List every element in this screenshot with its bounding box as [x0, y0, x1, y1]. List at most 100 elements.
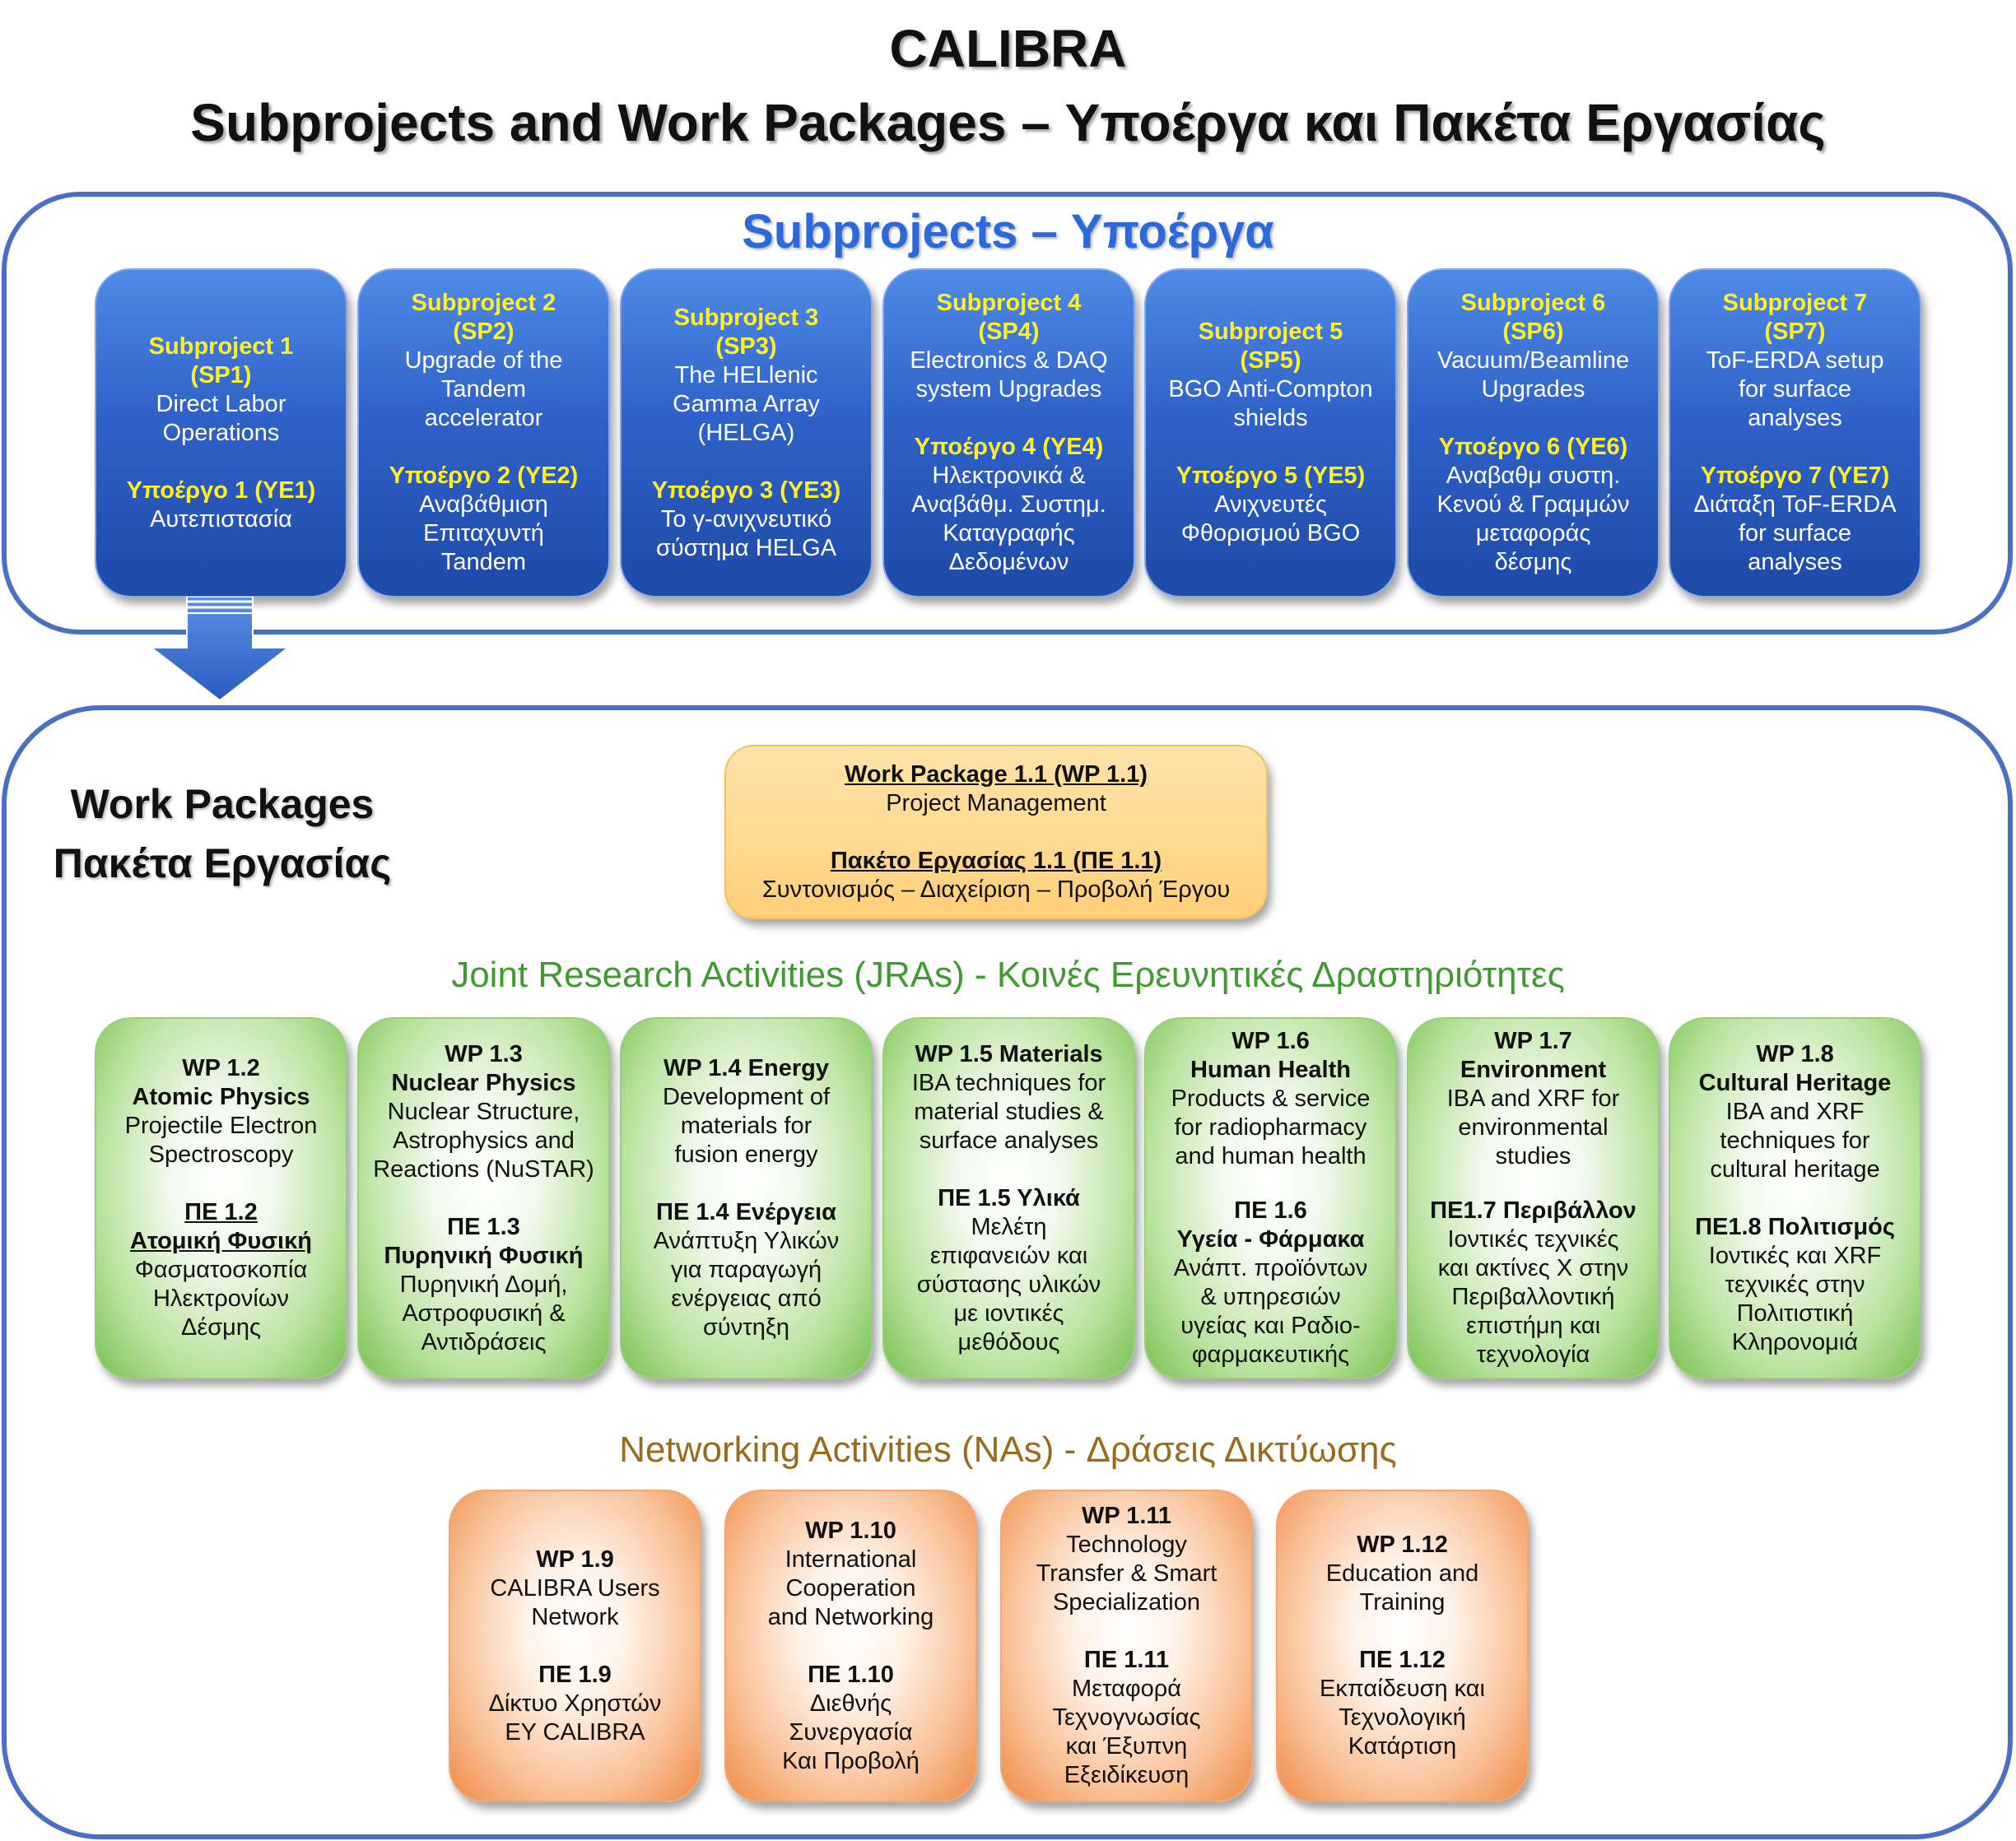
subproject-description-el: Αυτεπιστασία: [150, 505, 292, 532]
work-package-description-el: Δίκτυο Χρηστών: [488, 1690, 662, 1717]
subproject-description-el: Διάταξη ToF-ERDA: [1693, 491, 1897, 518]
work-package-heading: WP 1.7: [1494, 1028, 1572, 1054]
work-package-description-el: Εκπαίδευση και: [1319, 1676, 1486, 1702]
work-package-description-el: επιστήμη και: [1465, 1313, 1601, 1339]
work-package-description-en: Specialization: [1053, 1589, 1200, 1616]
work-package-description-en: material studies &: [914, 1098, 1104, 1125]
work-package-description-el: Συνεργασία: [789, 1718, 913, 1746]
management-en-label: Work Package 1.1 (WP 1.1): [844, 760, 1148, 788]
subproject-label-el: Υποέργο 5 (ΥΕ5): [1176, 463, 1366, 489]
subproject-code: (SP7): [1764, 318, 1826, 345]
work-package-heading-el: ΠΕ 1.6: [1234, 1197, 1307, 1224]
work-package-description-en: Projectile Electron: [124, 1113, 318, 1139]
work-package-description-en: for radiopharmacy: [1174, 1114, 1367, 1141]
subproject-label-el: Υποέργο 6 (ΥΕ6): [1438, 434, 1628, 460]
work-package-description-en: studies: [1495, 1143, 1571, 1169]
work-package-description-el: ΕΥ CALIBRA: [505, 1718, 645, 1746]
work-package-description-en: CALIBRA Users: [490, 1574, 660, 1602]
subproject-code: (SP3): [715, 332, 777, 360]
subproject-description-en: Electronics & DAQ: [910, 347, 1108, 374]
subproject-description-en: BGO Anti-Compton: [1168, 376, 1373, 402]
subproject-label: Subproject 5: [1198, 318, 1343, 345]
work-package-description-en: Technology: [1066, 1532, 1187, 1558]
subproject-description-en: Gamma Array: [673, 390, 820, 417]
work-package-heading: WP 1.12: [1357, 1532, 1448, 1558]
work-package-heading-el: ΠΕ 1.4 Ενέργεια: [656, 1199, 836, 1225]
management-work-package: Work Package 1.1 (WP 1.1) Project Manage…: [724, 745, 1268, 919]
subproject-description-en: Upgrades: [1481, 376, 1585, 402]
work-package-heading: WP 1.6: [1231, 1028, 1310, 1054]
work-package-heading: Environment: [1460, 1057, 1607, 1083]
management-el-label: Πακέτο Εργασίας 1.1 (ΠΕ 1.1): [830, 847, 1162, 874]
work-package-heading: WP 1.11: [1081, 1503, 1172, 1529]
work-package-description-en: cultural heritage: [1710, 1155, 1880, 1183]
work-package-description-el: υγείας και Ραδιο-: [1180, 1313, 1361, 1339]
work-package-description-el: Μελέτη: [971, 1213, 1047, 1240]
work-package-heading-el: ΠΕ 1.11: [1083, 1647, 1170, 1673]
work-package-description-el: Μεταφορά: [1071, 1676, 1182, 1702]
work-package-description-el: Ιοντικές τεχνικές: [1447, 1226, 1619, 1253]
subproject-description-el: Καταγραφής: [943, 520, 1075, 546]
work-package-description-el: μεθόδους: [957, 1328, 1060, 1355]
subproject-label: Subproject 4: [936, 290, 1082, 316]
work-package-description-el: ενέργειας από: [671, 1285, 822, 1312]
work-package-description-el: και Έξυπνη: [1065, 1733, 1188, 1760]
work-package-description-en: Nuclear Structure,: [387, 1098, 580, 1125]
work-package-description-el: Και Προβολή: [782, 1747, 920, 1774]
work-package-description-en: IBA and XRF: [1725, 1098, 1865, 1125]
work-package-description-el: Ιοντικές και XRF: [1708, 1242, 1882, 1269]
subproject-description-en: ToF-ERDA setup: [1706, 347, 1884, 374]
subproject-description-en: system Upgrades: [915, 376, 1102, 402]
subproject-label: Subproject 7: [1722, 290, 1868, 316]
subproject-description-el: Ανιχνευτές: [1214, 491, 1327, 518]
diagram-title: CALIBRA: [889, 19, 1127, 78]
work-package-heading: WP 1.10: [805, 1517, 896, 1544]
work-package-description-el: Ανάπτ. προϊόντων: [1173, 1255, 1368, 1281]
work-package-description-en: surface analyses: [919, 1127, 1099, 1154]
work-package-description-el: επιφανειών και: [929, 1242, 1088, 1269]
work-package-description-el: Διεθνής: [809, 1690, 892, 1717]
work-package-description-el: με ιοντικές: [953, 1299, 1064, 1327]
work-package-description-en: fusion energy: [674, 1141, 818, 1168]
work-package-description-el: Πυρηνική Δομή,: [399, 1271, 568, 1298]
subproject-description-el: δέσμης: [1494, 549, 1572, 575]
subproject-label: Subproject 2: [411, 290, 556, 316]
subproject-description-el: Δεδομένων: [948, 549, 1069, 575]
management-en-text: Project Management: [886, 789, 1106, 816]
work-package-heading-el: ΠΕ 1.10: [808, 1661, 894, 1688]
work-package-heading: WP 1.3: [445, 1040, 523, 1067]
subproject-description-el: Φθορισμού BGO: [1180, 520, 1361, 546]
work-package-description-el: Δέσμης: [180, 1314, 261, 1341]
work-package-heading: WP 1.5 Materials: [915, 1040, 1103, 1067]
work-package-description-el: & υπηρεσιών: [1200, 1284, 1341, 1310]
management-el-text: Συντονισμός – Διαχείριση – Προβολή Έργου: [761, 876, 1231, 903]
subproject-description-el: σύστημα HELGA: [655, 534, 837, 561]
work-package-heading: Cultural Heritage: [1698, 1069, 1892, 1096]
work-package-heading-el: ΠΕ 1.12: [1359, 1647, 1446, 1673]
subproject-description-en: Upgrade of the: [404, 347, 563, 374]
work-package-description-el: Κληρονομιά: [1731, 1328, 1859, 1355]
work-package-description-en: Network: [531, 1603, 619, 1630]
work-package-description-el: Περιβαλλοντική: [1451, 1284, 1615, 1310]
work-package-heading-el: Πυρηνική Φυσική: [384, 1242, 584, 1269]
work-package-description-en: IBA and XRF for: [1446, 1086, 1620, 1112]
subproject-description-en: shields: [1233, 405, 1308, 431]
work-package-description-en: materials for: [680, 1113, 812, 1139]
work-package-heading: WP 1.2: [182, 1055, 260, 1081]
subproject-label: Subproject 1: [148, 332, 294, 360]
work-package-heading-el: ΠΕ 1.2: [184, 1199, 258, 1225]
work-package-heading: Human Health: [1190, 1057, 1351, 1083]
